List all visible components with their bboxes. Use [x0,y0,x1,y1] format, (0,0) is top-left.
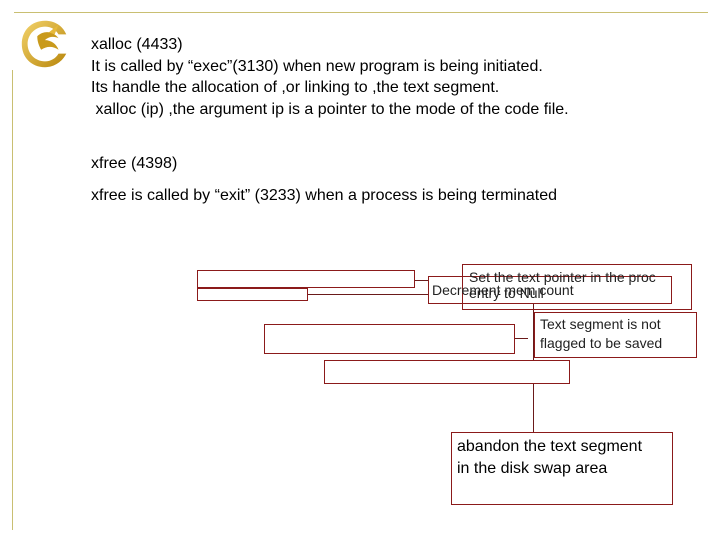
abandon-note: abandon the text segment in the disk swa… [451,432,673,505]
xfree-heading: xfree (4398) [91,155,178,172]
xalloc-argument: xalloc (ip) ,the argument ip is a pointe… [91,101,569,118]
flow-box [324,360,570,384]
pegasus-logo-icon [21,20,67,68]
connector-line [306,294,462,295]
flow-box [197,288,308,301]
connector-line [514,338,528,339]
xalloc-handles: Its handle the allocation of ,or linking… [91,79,500,96]
xalloc-called-by: It is called by “exec”(3130) when new pr… [91,58,543,75]
flow-box [197,270,415,288]
decrement-box [428,276,672,304]
set-pointer-box [462,264,692,310]
decrement-note: Decrement mem count [432,282,574,298]
set-pointer-note: Set the text pointer in the proc entry t… [469,269,656,301]
not-flagged-note: Text segment is not flagged to be saved [534,312,697,358]
connector-line [533,384,534,433]
slide-frame-left [12,70,13,530]
xalloc-heading: xalloc (4433) [91,36,183,53]
slide-frame-top [14,12,708,13]
flow-box [264,324,515,354]
connector-line [533,304,534,360]
xfree-called-by: xfree is called by “exit” (3233) when a … [91,187,557,204]
